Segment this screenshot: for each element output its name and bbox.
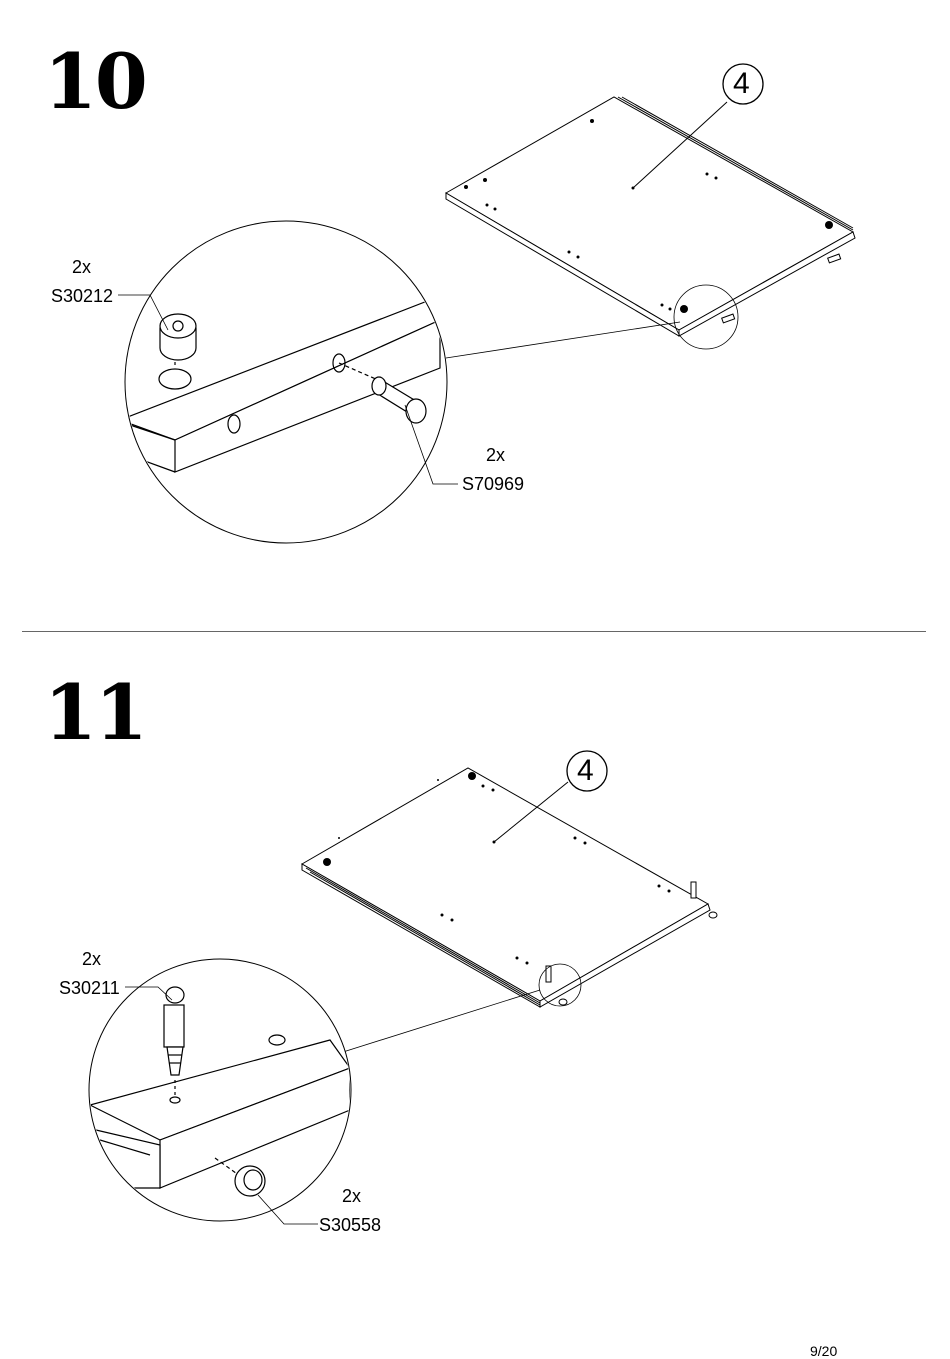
step-11-panel — [302, 768, 710, 1007]
step-11-part-1-code: S30211 — [59, 979, 120, 997]
step-11-panel-number: 4 — [577, 756, 594, 786]
step-11-number: 11 — [44, 675, 146, 751]
step-10-detail-circle — [120, 221, 447, 543]
step-11-detail-circle — [89, 959, 351, 1221]
step-10-panel-number: 4 — [733, 69, 750, 99]
step-11-part-1-qty: 2x — [82, 950, 101, 968]
step-10-part-1-qty: 2x — [72, 258, 91, 276]
step-11-part-2-code: S30558 — [319, 1216, 381, 1234]
step-10-panel — [446, 97, 855, 336]
page-number: 9/20 — [810, 1344, 837, 1358]
step-10-part-1-code: S30212 — [51, 287, 113, 305]
step-10-part-2-code: S70969 — [462, 475, 524, 493]
step-divider — [22, 631, 926, 632]
step-10-part-2-qty: 2x — [486, 446, 505, 464]
step-11-part-2-qty: 2x — [342, 1187, 361, 1205]
